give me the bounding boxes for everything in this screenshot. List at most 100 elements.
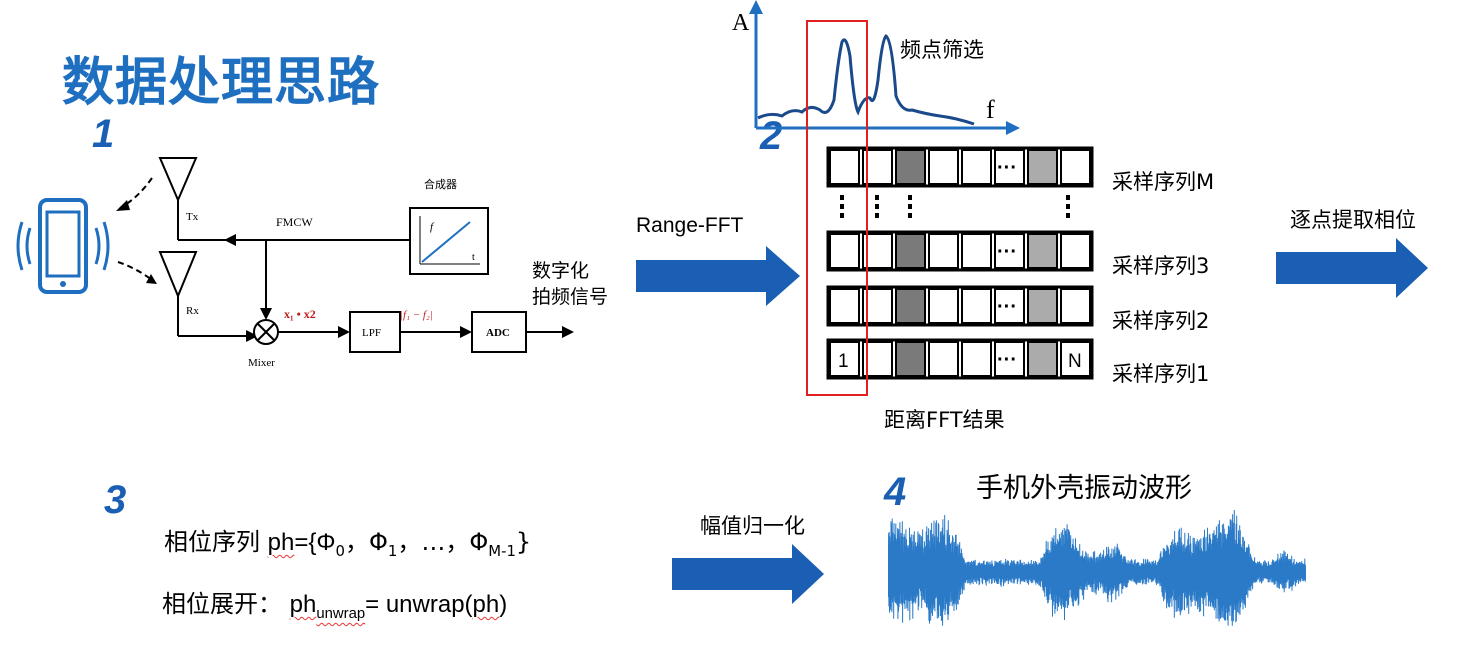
freq-diff-label: |f₁ − f₂| [400,309,433,321]
matrix-ellipsis: ··· [997,296,1017,318]
synth-t-label: t [472,252,475,263]
matrix-cell [1027,341,1058,377]
tx-label: Tx [186,211,199,223]
matrix-cell [928,149,959,185]
phase-unwrap-expr: = unwrap( [365,591,473,618]
matrix-caption: 距离FFT结果 [884,408,1005,432]
phase-unwrap-label: 相位展开： [162,590,290,618]
step-number-2: 2 [760,114,783,158]
range-fft-matrix: ··· ··· ··· ··· 1 N [826,146,1094,380]
vibration-waveform [888,509,1306,626]
synthesizer-label: 合成器 [424,177,457,191]
phase-unwrap-arg: ph [472,591,500,618]
matrix-cell [829,288,860,324]
extract-phase-label: 逐点提取相位 [1290,208,1416,232]
step-number-4: 4 [884,470,907,514]
matrix-cell [994,233,1025,269]
matrix-cell [961,341,992,377]
matrix-cell [895,288,926,324]
digital-label-line1: 数字化 [532,260,590,282]
matrix-cell [961,233,992,269]
lpf-block [349,311,401,353]
step-number-1: 1 [92,112,115,156]
vertical-ellipsis [840,195,1070,218]
matrix-cell [1060,288,1091,324]
matrix-cell [961,149,992,185]
adc-label: ADC [486,327,510,339]
matrix-cell [895,233,926,269]
spectrum-x-axis-label: f [986,95,995,124]
fmcw-circuit-diagram: 合成器 f t FMCW Tx Rx Mixer x₁ • x2 LPF |f₁… [16,157,574,369]
matrix-cell [1060,233,1091,269]
matrix-cell [994,149,1025,185]
matrix-cell [829,149,860,185]
matrix-ellipsis: ··· [997,349,1017,371]
matrix-cell [1027,233,1058,269]
lpf-label: LPF [362,327,381,339]
rx-label: Rx [186,305,199,317]
matrix-cell [895,341,926,377]
matrix-cell [994,341,1025,377]
page-title: 数据处理思路 [62,53,381,113]
extract-phase-arrow [1276,238,1428,298]
matrix-cell [928,288,959,324]
phase-unwrap-close: ) [499,591,508,618]
matrix-row-label: 采样序列3 [1112,254,1210,278]
matrix-cell [895,149,926,185]
matrix-row-label: 采样序列2 [1112,309,1210,333]
step-number-3: 3 [104,478,127,522]
matrix-row: ··· [826,285,1094,327]
spectrum-y-axis-label: A [732,10,750,36]
fmcw-label: FMCW [276,215,313,229]
product-label: x₁ • x2 [284,307,316,321]
matrix-cell [1027,288,1058,324]
tx-antenna-icon [158,157,198,240]
matrix-ellipsis: ··· [997,241,1017,263]
rx-antenna-icon [158,251,198,336]
mixer-icon [253,319,279,345]
phase-sep-2: ，…，Φ [397,528,489,556]
matrix-row-label: 采样序列M [1112,170,1215,194]
matrix-row: ··· [826,146,1094,188]
spectrum-plot: A f [732,0,1020,135]
mixer-label: Mixer [248,357,275,369]
phase-seq-var: ph [267,529,295,556]
phase-sequence-formula: 相位序列 ph={Φ0，Φ1，…，ΦM-1} [164,522,531,560]
synth-f-label: f [430,221,435,233]
digital-label-line2: 拍频信号 [532,286,609,308]
waveform-caption: 手机外壳振动波形 [976,473,1192,504]
normalize-label: 幅值归一化 [700,514,805,538]
matrix-cell [829,233,860,269]
matrix-ellipsis: ··· [997,157,1017,179]
phase-seq-open: ={Φ [294,529,336,556]
phone-icon [16,198,110,294]
synthesizer-block [409,207,489,275]
phase-sub-m: M-1 [488,541,516,560]
range-fft-arrow [636,246,800,306]
matrix-cell [1027,149,1058,185]
phase-unwrap-formula: 相位展开： phunwrap= unwrap(ph) [162,584,507,622]
matrix-cell [1060,149,1091,185]
frequency-selection-label: 频点筛选 [900,38,984,62]
phase-sep-1: ，Φ [345,528,388,556]
matrix-cell [994,288,1025,324]
range-fft-label: Range-FFT [636,214,744,237]
matrix-last-index: N [1068,351,1082,372]
matrix-cell [961,288,992,324]
matrix-cell [928,341,959,377]
digital-beat-signal-label: 数字化 拍频信号 [532,258,608,310]
phase-unwrap-sub: unwrap [316,605,366,622]
matrix-row: ··· 1 N [826,338,1094,380]
adc-block [471,311,527,353]
phase-sub-0: 0 [335,541,345,560]
rx-signal-arrow [117,261,153,281]
phase-seq-close: } [515,528,532,556]
matrix-cell [1060,341,1091,377]
matrix-row: ··· [826,230,1094,272]
normalize-arrow [672,544,824,604]
selected-bin-highlight [806,20,868,396]
phase-sub-1: 1 [387,541,398,560]
matrix-first-index: 1 [838,351,849,372]
phase-seq-label: 相位序列 [164,528,268,556]
matrix-cell [928,233,959,269]
